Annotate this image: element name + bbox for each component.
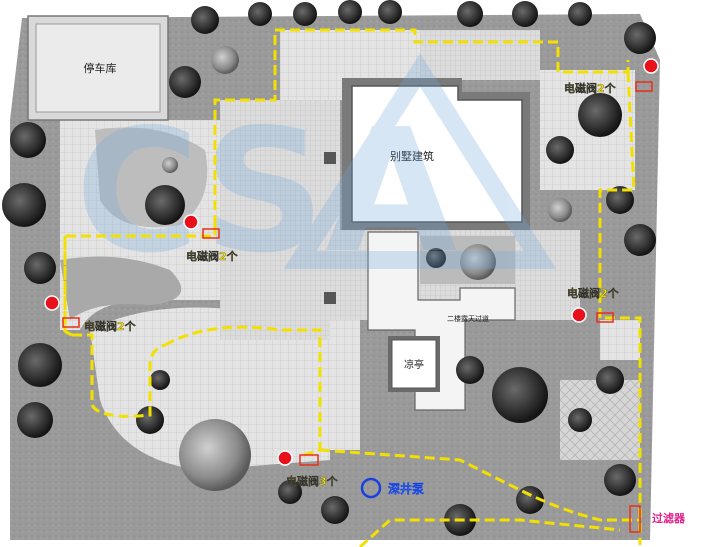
valve-right-label: 电磁阀2个 — [567, 286, 620, 300]
valve-top-right: 电磁阀2个 — [564, 58, 659, 95]
valve-dot — [183, 214, 199, 230]
valve-left-mid: 电磁阀2个 — [183, 214, 239, 263]
trees — [2, 0, 656, 536]
well-pump-marker — [360, 477, 382, 499]
filter: 过滤器 — [629, 505, 686, 533]
valve-left-mid-label: 电磁阀2个 — [186, 249, 239, 263]
irrigation-pipes — [62, 28, 642, 547]
terrace-label: 二楼露天过道 — [447, 314, 489, 323]
valve-left-label: 电磁阀2个 — [84, 319, 137, 333]
valve-right: 电磁阀2个 — [567, 286, 620, 323]
valve-bottom-label: 电磁阀3个 — [286, 474, 339, 488]
filter-marker — [629, 505, 641, 533]
valve-bottom: 电磁阀3个 — [277, 450, 339, 488]
valve-dot — [44, 295, 60, 311]
lawn-curve — [60, 256, 182, 320]
villa-building — [351, 85, 523, 223]
villa-label: 别墅建筑 — [390, 149, 434, 163]
paving-north-right — [420, 30, 540, 80]
valve-dot — [643, 58, 659, 74]
valve-dot — [277, 450, 293, 466]
valve-top-right-label: 电磁阀2个 — [564, 81, 617, 95]
valve-left: 电磁阀2个 — [44, 295, 137, 333]
well-pump: 深井泵 — [360, 477, 424, 499]
garage-label: 停车库 — [84, 61, 117, 75]
terrace-walkway — [367, 231, 516, 411]
paving-center — [220, 100, 340, 340]
paving-right-step — [600, 320, 640, 360]
svg-text:CSA: CSA — [75, 93, 457, 291]
watermark: CSA — [75, 53, 557, 291]
walkway-strip — [330, 320, 360, 450]
valve-dot — [571, 307, 587, 323]
filter-label: 过滤器 — [652, 511, 686, 525]
pavilion-building — [391, 339, 437, 389]
well-pump-label: 深井泵 — [388, 481, 424, 496]
pavilion-label: 凉亭 — [404, 358, 424, 371]
